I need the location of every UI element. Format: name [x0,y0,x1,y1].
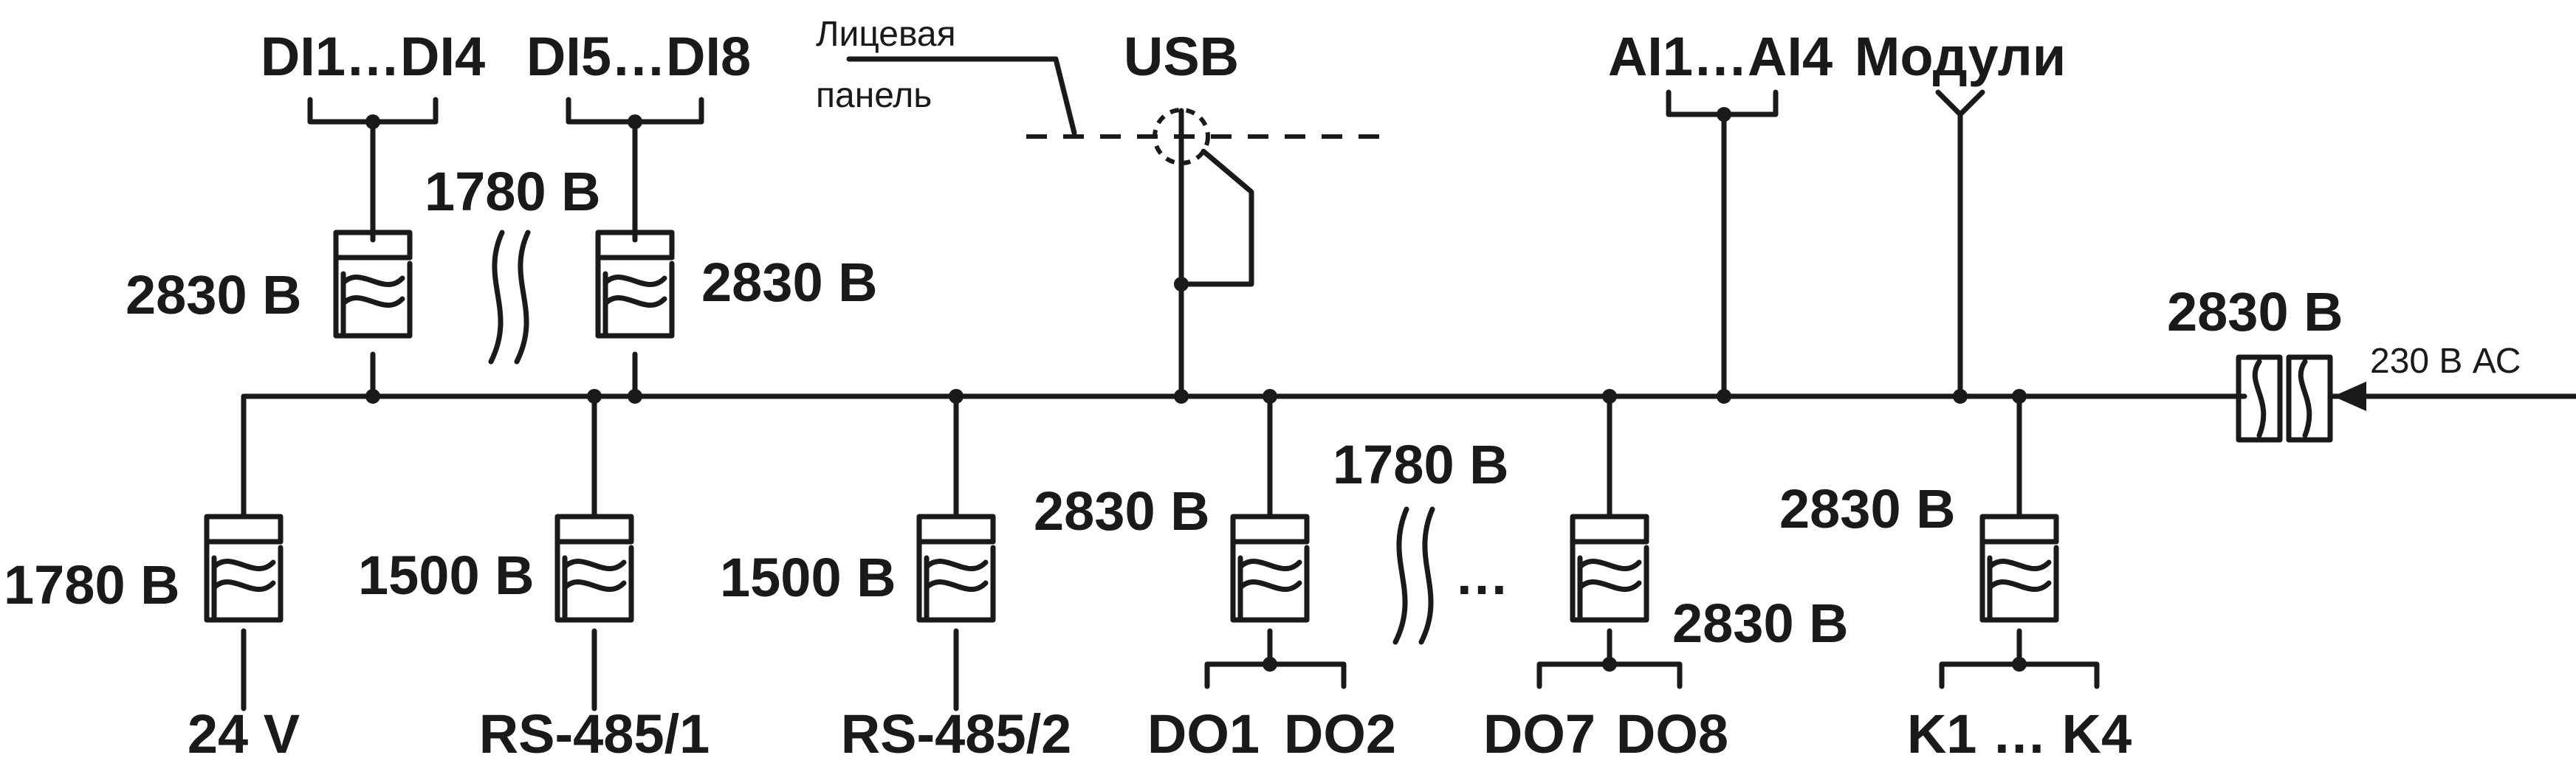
antenna-connector-icon [1935,89,1985,399]
label-2830v-di5: 2830 В [701,252,878,313]
label-2830v-di1: 2830 В [126,264,302,325]
label-k1-k4: K1 … K4 [1907,703,2132,765]
label-front-panel-2: панель [816,76,932,115]
label-24v: 24 V [188,703,300,765]
label-do8: DO8 [1616,703,1728,765]
label-1780v-do: 1780 В [1333,434,1509,495]
label-do7: DO7 [1483,703,1596,765]
label-2830v-supply: 2830 В [2167,281,2343,342]
label-do1: DO1 [1147,703,1260,765]
label-2830v-do7: 2830 В [1672,593,1849,654]
label-ellipsis: … [1454,545,1509,606]
label-1780v-top: 1780 В [425,161,601,222]
label-do2: DO2 [1284,703,1396,765]
label-2830v-do1: 2830 В [1034,480,1210,542]
label-1500v-rs2: 1500 В [720,547,896,608]
label-supply: 230 В АС [2370,342,2521,381]
usb-connector-icon [1153,108,1254,399]
input-arrow-icon [2333,382,2366,411]
label-2830v-k: 2830 В [1779,478,1956,539]
label-1500v-rs1: 1500 В [358,545,535,606]
label-ai1-ai4: AI1…AI4 [1608,26,1833,87]
isolation-mark [1392,506,1435,645]
label-di1-di4: DI1…DI4 [261,26,485,87]
label-di5-di8: DI5…DI8 [526,26,751,87]
isolation-mark [488,230,531,365]
label-1780v-24v: 1780 В [4,554,180,615]
supply-isolation-barrier [2236,354,2333,443]
label-rs485-2: RS-485/2 [841,703,1072,765]
label-rs485-1: RS-485/1 [479,703,710,765]
label-modules: Модули [1855,26,2066,87]
label-front-panel-1: Лицевая [816,15,956,54]
label-usb: USB [1124,26,1239,87]
